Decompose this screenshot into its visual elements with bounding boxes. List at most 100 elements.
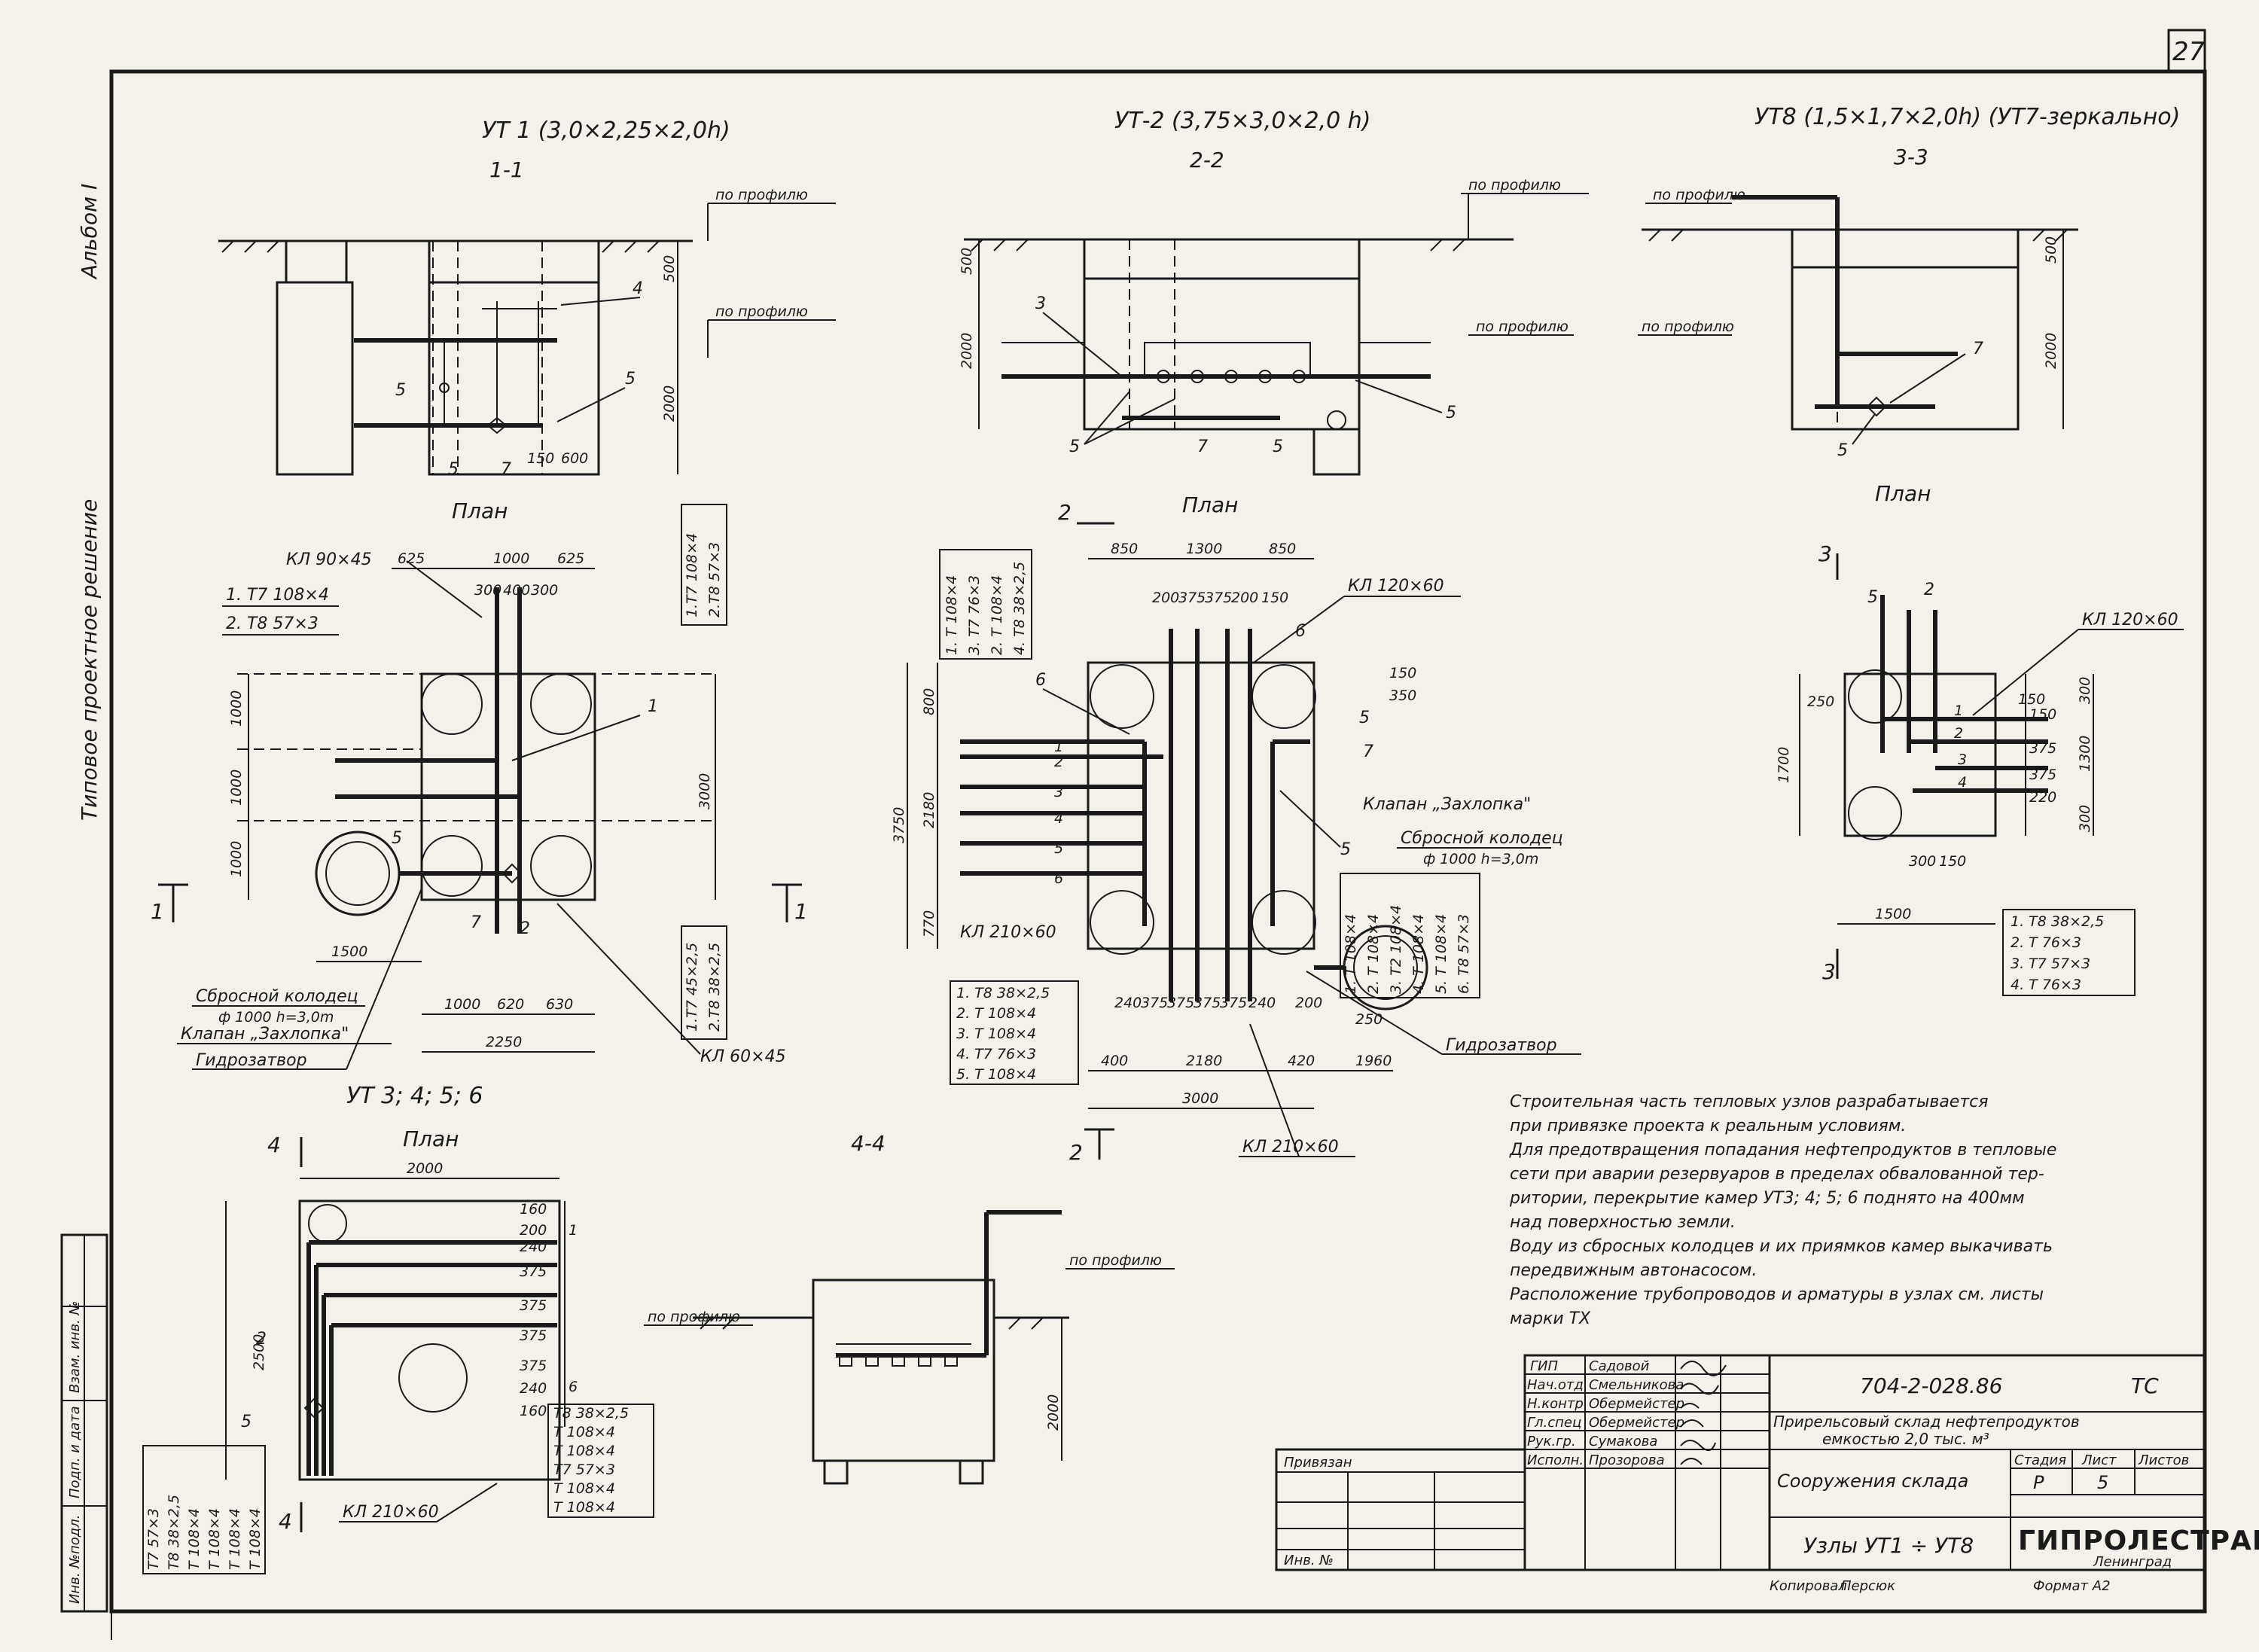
- ut2-pipe-right-2: 2. Т 108×4: [1365, 914, 1382, 994]
- ut8-dim-sub-4: 375: [2029, 767, 2056, 783]
- ut1-dim-top-3: 625: [557, 550, 584, 567]
- ut2-dim-left-total: 3750: [891, 807, 907, 843]
- ut2-pipe-top-4: 4. Т8 38×2,5: [1011, 562, 1028, 655]
- ut1-sec-dim-600: 600: [561, 450, 588, 467]
- ut8-kl: КЛ 120×60: [2082, 611, 2178, 629]
- tb-project-2: емкостью 2,0 тыс. м³: [1822, 1430, 1989, 1448]
- ut3-pipe-b4: Т 108×4: [206, 1508, 223, 1570]
- ut2-kl-left: КЛ 210×60: [960, 923, 1056, 942]
- ut8-callout-7: 7: [1973, 340, 1983, 358]
- ut3-row-6: 6: [569, 1379, 578, 1395]
- ut8-pipe-1: 1. Т8 38×2,5: [2011, 913, 2104, 930]
- tb-doc-code: 704-2-028.86: [1860, 1373, 2002, 1398]
- ut8-callout-5b: 5: [1867, 588, 1878, 607]
- ut8-dim-bottom-1: 300: [1909, 853, 1936, 870]
- tb-name-6: Прозорова: [1589, 1452, 1665, 1468]
- ut2-well-size: ф 1000 h=3,0m: [1423, 851, 1538, 867]
- ut1-section: УТ 1 (3,0×2,25×2,0h) 1-1 по профилю по п…: [218, 117, 836, 479]
- ut1-callout-4: 4: [633, 279, 643, 298]
- ut2-pipe-left-4: 4. Т7 76×3: [956, 1046, 1036, 1062]
- ut8-callout-5: 5: [1837, 441, 1848, 460]
- ut1-plan: План КЛ 90×45 1. Т7 108×4 2. Т8 57×3 1.Т…: [151, 498, 808, 1070]
- ut1-plan-label: План: [452, 498, 508, 523]
- note-line-6: над поверхностью земли.: [1510, 1213, 1736, 1232]
- ut2-dim-sub-1: 200: [1152, 590, 1179, 606]
- ut2-sec-dim-500: 500: [959, 248, 975, 275]
- tb-role-4: Гл.спец: [1527, 1415, 1581, 1431]
- ut8-dim-right-2: 1300: [2077, 736, 2093, 772]
- ut2-dim-right-1: 150: [1389, 665, 1416, 681]
- ut2-dim-bottom-3: 420: [1288, 1053, 1315, 1069]
- ut1-marker-right: 1: [794, 899, 808, 924]
- tb-col-sheets: Листов: [2138, 1452, 2189, 1468]
- ut2-profile-top: по профилю: [1468, 177, 1561, 194]
- note-line-10: марки ТХ: [1510, 1309, 1591, 1328]
- ut1-section-label: 1-1: [489, 157, 524, 182]
- title-block: ГИП Нач.отд Н.контр Гл.спец Рук.гр. Испо…: [1275, 1354, 2259, 1594]
- note-line-1: Строительная часть тепловых узлов разраб…: [1510, 1093, 1988, 1111]
- ut8-pipe-2: 2. Т 76×3: [2011, 934, 2081, 951]
- ut8-section-label: 3-3: [1894, 145, 1928, 169]
- s44-profile-left: по профилю: [648, 1309, 740, 1325]
- ut2-row-4: 4: [1054, 810, 1063, 827]
- ut2-dim-top-2: 1300: [1186, 541, 1222, 557]
- ut1-dim-bottom-1: 1000: [444, 996, 480, 1013]
- ut8-marker-top: 3: [1818, 541, 1832, 566]
- ut2-callout-3: 3: [1035, 294, 1046, 313]
- stamp-replace: Взам. инв. №: [67, 1301, 83, 1393]
- ut2-row-2: 2: [1054, 754, 1063, 770]
- ut2-dim-right-2: 350: [1389, 687, 1416, 704]
- ut2-pipe-right-6: 6. Т8 57×3: [1456, 914, 1472, 994]
- album-label: Альбом I: [77, 184, 102, 280]
- ut2-callout-6a: 6: [1035, 671, 1046, 690]
- ut1-dim-bottom-2: 620: [497, 996, 524, 1013]
- ut8-dim-sub-3: 375: [2029, 740, 2056, 757]
- ut2-kl-top: КЛ 120×60: [1348, 577, 1444, 596]
- ut2-pipe-top-3: 2. Т 108×4: [989, 575, 1005, 655]
- tb-col-sheet: Лист: [2081, 1452, 2117, 1468]
- general-notes: Строительная часть тепловых узлов разраб…: [1509, 1093, 2056, 1328]
- ut1-kl-top: КЛ 90×45: [286, 550, 372, 569]
- ut2-pipe-left-3: 3. Т 108×4: [956, 1026, 1036, 1042]
- ut8-sec-dim-2000: 2000: [2043, 333, 2059, 369]
- ut3-callout-2: 2: [256, 1330, 267, 1349]
- ut1-callout-2: 2: [520, 919, 530, 938]
- ut3-marker-top: 4: [267, 1132, 281, 1157]
- ut3-plan-label: План: [403, 1126, 459, 1151]
- ut2-dim-bsub-7: 200: [1295, 995, 1322, 1011]
- ut8-plan-label: План: [1875, 481, 1931, 506]
- ut2-row-6: 6: [1054, 870, 1063, 887]
- ut1-dim-top-1: 625: [398, 550, 425, 567]
- tb-org: ГИПРОЛЕСТРАНС: [2018, 1526, 2259, 1556]
- ut3-dim-r7: 375: [520, 1358, 547, 1374]
- ut2-pipe-top-2: 3. Т7 76×3: [966, 575, 983, 655]
- ut2-pipe-right-1: 1. Т 108×4: [1343, 914, 1359, 994]
- ut1-pipe-right-2: 2.Т8 57×3: [706, 542, 723, 617]
- ut8-dim-sub-5: 220: [2029, 789, 2056, 806]
- ut8-pipe-4: 4. Т 76×3: [2011, 977, 2081, 993]
- ut8-sec-dim-500: 500: [2043, 236, 2059, 264]
- s44-profile-right: по профилю: [1069, 1252, 1162, 1269]
- ut1-pipe-left-1: 1. Т7 108×4: [226, 586, 329, 605]
- ut2-valve-label: Клапан „Захлопка": [1363, 795, 1531, 814]
- ut2-sec-dim-2000: 2000: [959, 333, 975, 369]
- ut2-dim-bottom-2: 2180: [1186, 1053, 1222, 1069]
- ut2-plan-label: План: [1182, 492, 1238, 517]
- ut3-title: УТ 3; 4; 5; 6: [346, 1083, 483, 1109]
- tb-mark: ТС: [2131, 1373, 2159, 1398]
- ut2-plan: План КЛ 120×60 1. Т 108×4 3. Т7 76×3 2. …: [891, 492, 1581, 1165]
- ut8-profile-mid: по профилю: [1642, 319, 1734, 335]
- ut1-callout-5b: 5: [625, 370, 636, 389]
- ut2-pipe-left-2: 2. Т 108×4: [956, 1005, 1036, 1022]
- ut2-dim-sub-2: 375: [1178, 590, 1206, 606]
- ut2-section-label: 2-2: [1190, 148, 1224, 172]
- ut2-pipe-left-1: 1. Т8 38×2,5: [956, 985, 1050, 1001]
- ut2-dim-bsub-2: 375: [1141, 995, 1168, 1011]
- tb-role-5: Рук.гр.: [1527, 1434, 1576, 1449]
- ut2-dim-top-3: 850: [1269, 541, 1296, 557]
- ut1-dim-left-2: 1000: [228, 770, 245, 806]
- ut3-pipe-r2: Т 108×4: [553, 1424, 615, 1440]
- ut3-dim-r8: 240: [520, 1380, 547, 1397]
- ut8-dim-left-2: 1700: [1776, 747, 1792, 783]
